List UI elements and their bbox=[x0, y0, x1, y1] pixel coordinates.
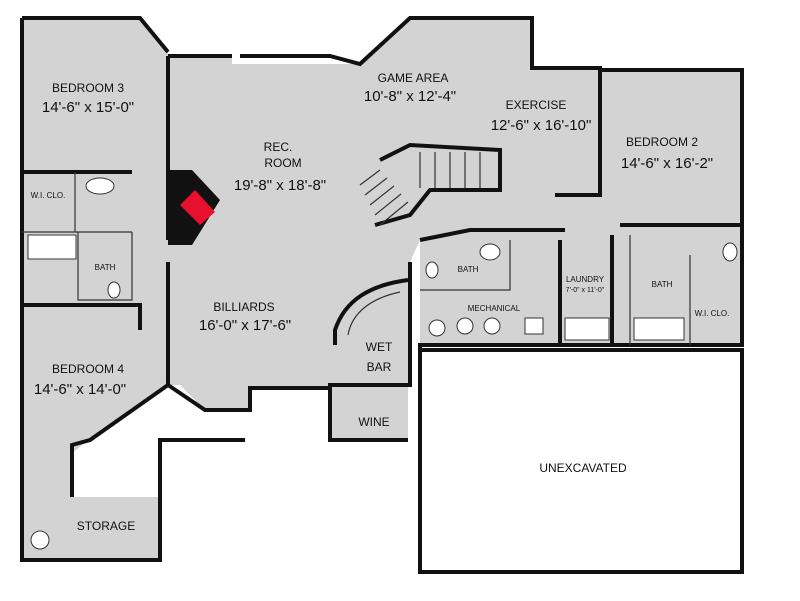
wall-outer-left bbox=[20, 18, 245, 562]
label-bedroom2: BEDROOM 2 bbox=[626, 135, 698, 149]
label-exercise: EXERCISE bbox=[506, 98, 567, 112]
wall-bath-west bbox=[77, 232, 133, 301]
floor-center bbox=[168, 18, 470, 410]
floor-wine bbox=[330, 385, 408, 440]
wall-outer-top-left bbox=[22, 16, 170, 54]
center-bath-toilet bbox=[425, 261, 439, 279]
details bbox=[27, 142, 738, 550]
right-bath-sink bbox=[722, 242, 738, 262]
wet-bar-counter-inner bbox=[347, 291, 401, 336]
label-wine: WINE bbox=[358, 415, 389, 429]
label-rec-room-2: ROOM bbox=[264, 156, 301, 170]
fireplace bbox=[180, 190, 215, 225]
label-bedroom4-size: 14'-6" x 14'-0" bbox=[34, 381, 126, 398]
label-rec-room-size: 19'-8" x 18'-8" bbox=[234, 177, 326, 194]
label-unexcavated: UNEXCAVATED bbox=[539, 461, 627, 475]
walls bbox=[20, 16, 744, 574]
center-bath-sink bbox=[479, 243, 501, 261]
label-rec-room-1: REC. bbox=[264, 140, 293, 154]
left-toilet bbox=[107, 281, 121, 299]
room-labels: BEDROOM 3 14'-6" x 15'-0" GAME AREA 10'-… bbox=[31, 71, 730, 533]
label-bedroom4: BEDROOM 4 bbox=[52, 362, 124, 376]
wet-bar-counter bbox=[333, 278, 409, 345]
label-wic-left: W.I. CLO. bbox=[31, 191, 66, 200]
label-bath-center: BATH bbox=[458, 265, 479, 274]
label-billiards: BILLIARDS bbox=[213, 300, 274, 314]
stairs-rail bbox=[374, 142, 502, 227]
storage-water-heater bbox=[30, 530, 50, 550]
mech-tank-2 bbox=[456, 317, 474, 335]
label-bedroom3: BEDROOM 3 bbox=[52, 81, 124, 95]
wall-unexcavated bbox=[418, 348, 744, 574]
wall-bed4-diagonal bbox=[70, 383, 170, 497]
laundry-machines bbox=[564, 317, 610, 341]
label-laundry: LAUNDRY bbox=[566, 275, 605, 284]
label-bath-right: BATH bbox=[652, 280, 673, 289]
label-wet-bar-1: WET bbox=[366, 340, 393, 354]
wall-rec-west-2 bbox=[166, 262, 330, 412]
label-billiards-size: 16'-0" x 17'-6" bbox=[199, 317, 291, 334]
wall-service-top bbox=[419, 228, 565, 242]
wall-top-center-2 bbox=[240, 16, 470, 67]
label-wic-right: W.I. CLO. bbox=[695, 309, 730, 318]
label-game-area-size: 10'-8" x 12'-4" bbox=[364, 88, 456, 105]
stair-treads bbox=[359, 152, 481, 226]
label-mechanical: MECHANICAL bbox=[468, 304, 521, 313]
label-exercise-size: 12'-6" x 16'-10" bbox=[491, 117, 592, 134]
label-storage: STORAGE bbox=[77, 519, 135, 533]
label-game-area: GAME AREA bbox=[378, 71, 449, 85]
label-bedroom3-size: 14'-6" x 15'-0" bbox=[42, 99, 134, 116]
floor-storage bbox=[22, 470, 160, 560]
mech-tank-1 bbox=[428, 319, 446, 337]
wall-exercise-bed2 bbox=[555, 70, 602, 197]
left-shower bbox=[27, 234, 77, 260]
wall-left-mid bbox=[22, 303, 142, 330]
label-laundry-size: 7'-0" x 11'-0" bbox=[566, 287, 605, 294]
mech-tank-3 bbox=[483, 317, 501, 335]
label-bath-left: BATH bbox=[95, 263, 116, 272]
label-wet-bar-2: BAR bbox=[367, 360, 392, 374]
left-bath-tub bbox=[85, 177, 115, 195]
mech-unit bbox=[524, 317, 544, 335]
floor-right-wing bbox=[420, 18, 742, 345]
label-bedroom2-size: 14'-6" x 16'-2" bbox=[621, 155, 713, 172]
right-bath-tub bbox=[633, 317, 685, 341]
wall-mech-top bbox=[420, 240, 511, 291]
wall-wet-bar bbox=[328, 262, 412, 442]
